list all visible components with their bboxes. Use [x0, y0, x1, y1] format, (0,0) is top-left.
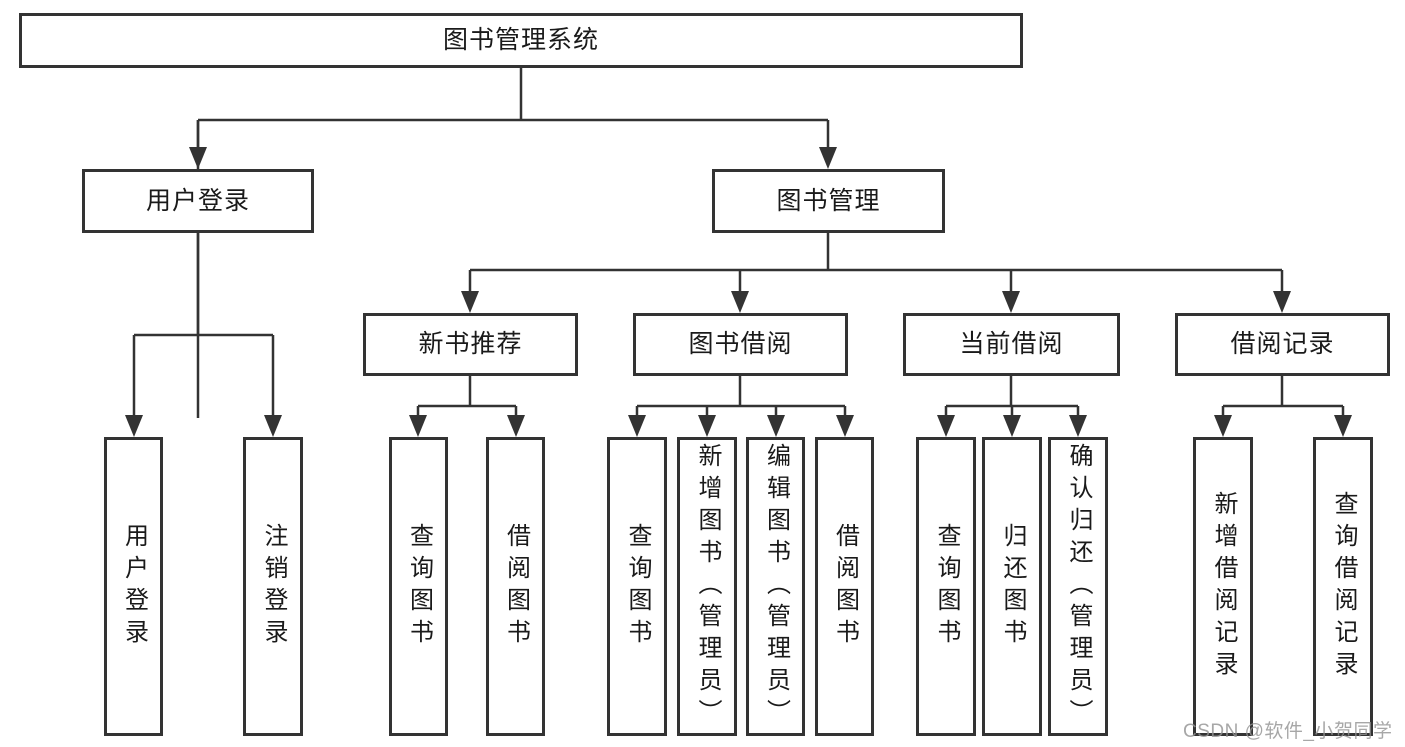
connector-management-to-level3 [461, 233, 1291, 313]
leaf-query-borrow-record: 查询借阅记录 [1313, 437, 1373, 736]
arrowhead [507, 415, 525, 437]
leaf-borrow-books: 借阅图书 [815, 437, 874, 736]
leaf-label: 用户登录 [120, 522, 148, 651]
arrowhead [628, 415, 646, 437]
leaf-label: 查询图书 [933, 522, 960, 651]
leaf-query-books-current: 查询图书 [916, 437, 976, 736]
node-label: 图书管理 [776, 186, 881, 215]
leaf-label: 注销登录 [260, 522, 287, 651]
arrowhead [1334, 415, 1352, 437]
node-label: 用户登录 [145, 186, 250, 215]
arrowhead [731, 291, 749, 313]
arrowhead [698, 415, 716, 437]
leaf-label: 查询图书 [405, 522, 433, 651]
leaf-add-borrow-record: 新增借阅记录 [1193, 437, 1253, 736]
leaf-label: 借阅图书 [831, 522, 859, 651]
node-label: 借阅记录 [1230, 330, 1335, 358]
leaf-logout: 注销登录 [243, 437, 303, 736]
node-book-management: 图书管理 [712, 169, 945, 233]
arrowhead [819, 147, 837, 169]
node-library-management-system: 图书管理系统 [19, 13, 1023, 68]
leaf-label: 编辑图书（管理员） [762, 442, 790, 731]
arrowhead [1273, 291, 1291, 313]
arrowhead [767, 415, 785, 437]
connector-current-to-leaves [937, 376, 1087, 437]
node-label: 新书推荐 [418, 330, 523, 358]
leaf-query-books-borrow: 查询图书 [607, 437, 667, 736]
node-label: 当前借阅 [959, 330, 1064, 358]
node-current-borrow: 当前借阅 [903, 313, 1120, 376]
arrowhead [836, 415, 854, 437]
arrowhead [1003, 415, 1021, 437]
connector-borrow-to-leaves [628, 376, 854, 437]
leaf-return-book: 归还图书 [982, 437, 1042, 736]
node-user-login: 用户登录 [82, 169, 314, 233]
arrowhead [189, 147, 207, 169]
node-label: 图书管理系统 [442, 26, 599, 54]
arrowhead [264, 415, 282, 437]
leaf-borrow-books-recommend: 借阅图书 [486, 437, 545, 736]
leaf-query-books-recommend: 查询图书 [389, 437, 448, 736]
arrowhead [409, 415, 427, 437]
arrowhead [937, 415, 955, 437]
connector-records-to-leaves [1214, 376, 1352, 437]
leaf-label: 查询借阅记录 [1330, 490, 1357, 683]
arrowhead [1214, 415, 1232, 437]
connector-recommend-to-leaves [409, 376, 525, 437]
leaf-label: 新增借阅记录 [1210, 490, 1237, 683]
arrowhead [1069, 415, 1087, 437]
leaf-label: 借阅图书 [502, 522, 530, 651]
leaf-label: 新增图书（管理员） [694, 442, 721, 731]
arrowhead [125, 415, 143, 437]
arrowhead [461, 291, 479, 313]
leaf-label: 查询图书 [624, 522, 651, 651]
connector-root-to-level2 [189, 68, 837, 418]
node-borrow-records: 借阅记录 [1175, 313, 1390, 376]
leaf-user-login: 用户登录 [104, 437, 163, 736]
leaf-edit-book-admin: 编辑图书（管理员） [746, 437, 805, 736]
leaf-add-book-admin: 新增图书（管理员） [677, 437, 737, 736]
csdn-watermark: CSDN @软件_小贺同学 [1183, 721, 1393, 742]
leaf-label: 归还图书 [999, 522, 1026, 651]
leaf-confirm-return-admin: 确认归还（管理员） [1048, 437, 1108, 736]
arrowhead [1002, 291, 1020, 313]
node-new-book-recommend: 新书推荐 [363, 313, 578, 376]
node-book-borrow: 图书借阅 [633, 313, 848, 376]
leaf-label: 确认归还（管理员） [1065, 442, 1092, 731]
node-label: 图书借阅 [688, 330, 793, 358]
connector-login-to-leaves [125, 233, 282, 437]
